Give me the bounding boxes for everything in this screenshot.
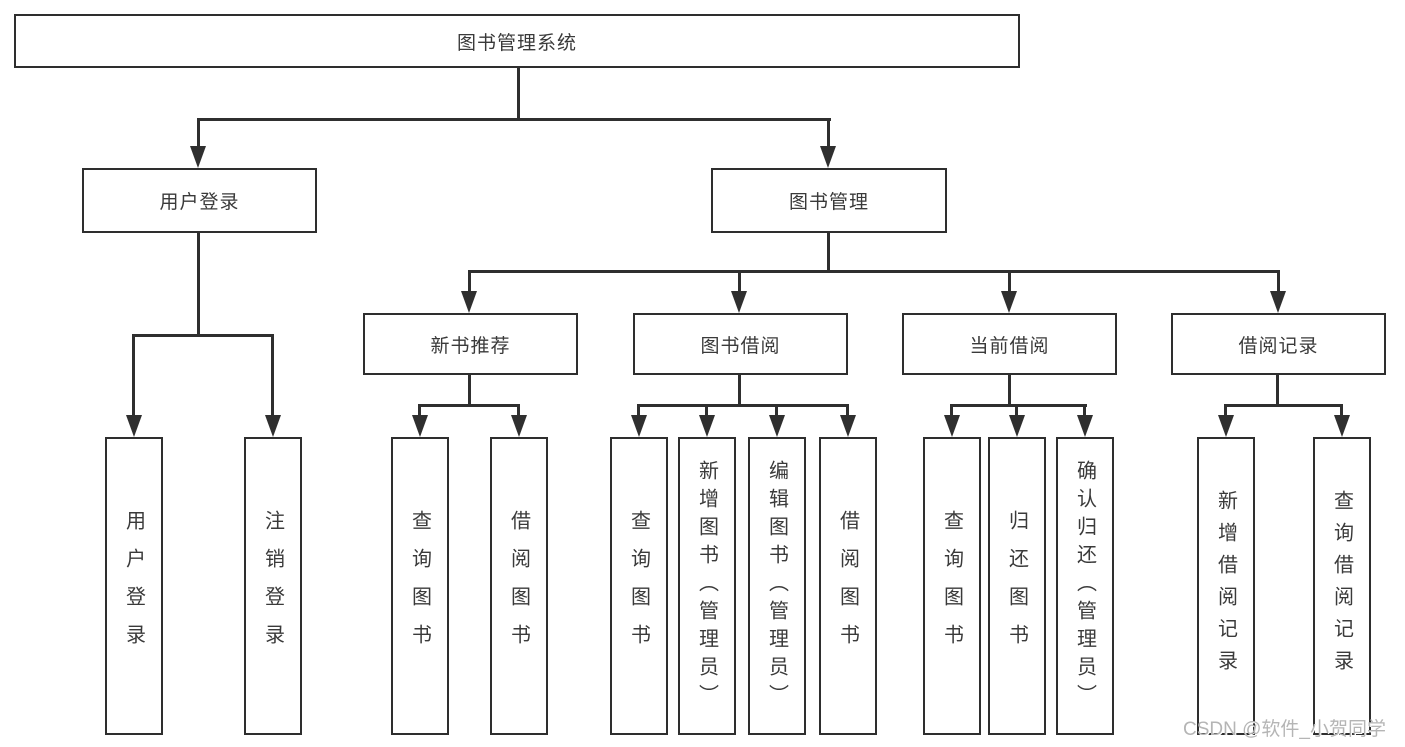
- arrowhead-book-borrow: [731, 291, 747, 313]
- node-user-login: 用户登录: [82, 168, 317, 233]
- connector-user-login-stem: [197, 233, 200, 337]
- arrowhead-b2: [511, 415, 527, 437]
- connector-borrow-records-rail: [1224, 404, 1343, 407]
- node-book-management-system: 图书管理系统: [14, 14, 1020, 68]
- connector-drop-e2: [1340, 404, 1343, 418]
- arrowhead-borrow-records: [1270, 291, 1286, 313]
- node-book-management: 图书管理: [711, 168, 947, 233]
- connector-root-stem: [517, 68, 520, 121]
- node-leaf-query-books-1: 查询图书: [391, 437, 449, 735]
- connector-book-borrow-rail: [637, 404, 849, 407]
- arrowhead-e1: [1218, 415, 1234, 437]
- connector-drop-c4: [846, 404, 849, 418]
- connector-borrow-records-stem: [1276, 375, 1279, 407]
- node-leaf-query-borrow-record: 查询借阅记录: [1313, 437, 1371, 735]
- connector-drop-d3: [1083, 404, 1086, 418]
- connector-drop-new-book: [468, 270, 471, 293]
- node-leaf-edit-books-admin: 编辑图书（管理员）: [748, 437, 806, 735]
- connector-level2-rail: [197, 118, 831, 121]
- node-leaf-borrow-books-1: 借阅图书: [490, 437, 548, 735]
- connector-drop-c2: [705, 404, 708, 418]
- connector-book-borrow-stem: [738, 375, 741, 407]
- connector-drop-logout-leaf: [271, 334, 274, 417]
- node-leaf-add-borrow-record: 新增借阅记录: [1197, 437, 1255, 735]
- arrowhead-d2: [1009, 415, 1025, 437]
- connector-drop-d1: [950, 404, 953, 418]
- node-leaf-return-books: 归还图书: [988, 437, 1046, 735]
- connector-drop-e1: [1224, 404, 1227, 418]
- arrowhead-new-book: [461, 291, 477, 313]
- arrowhead-book-management: [820, 146, 836, 168]
- connector-drop-d2: [1015, 404, 1018, 418]
- connector-drop-book-management: [827, 118, 830, 148]
- connector-book-management-stem: [827, 233, 830, 273]
- node-leaf-borrow-books-2: 借阅图书: [819, 437, 877, 735]
- arrowhead-d1: [944, 415, 960, 437]
- connector-current-borrow-stem: [1008, 375, 1011, 407]
- node-leaf-add-books-admin: 新增图书（管理员）: [678, 437, 736, 735]
- arrowhead-logout-leaf: [265, 415, 281, 437]
- connector-drop-current-borrow: [1008, 270, 1011, 293]
- connector-drop-c3: [775, 404, 778, 418]
- arrowhead-login-leaf: [126, 415, 142, 437]
- watermark: CSDN @软件_小贺同学: [1183, 719, 1386, 740]
- node-new-book-recommend: 新书推荐: [363, 313, 578, 375]
- connector-drop-book-borrow: [738, 270, 741, 293]
- connector-drop-c1: [637, 404, 640, 418]
- connector-new-book-stem: [468, 375, 471, 407]
- arrowhead-c4: [840, 415, 856, 437]
- connector-user-login-rail: [132, 334, 274, 337]
- connector-current-borrow-rail: [950, 404, 1087, 407]
- arrowhead-c1: [631, 415, 647, 437]
- connector-drop-user-login: [197, 118, 200, 148]
- arrowhead-user-login: [190, 146, 206, 168]
- node-leaf-query-books-2: 查询图书: [610, 437, 668, 735]
- arrowhead-c2: [699, 415, 715, 437]
- connector-drop-borrow-records: [1277, 270, 1280, 293]
- node-leaf-query-books-3: 查询图书: [923, 437, 981, 735]
- connector-level3-rail: [468, 270, 1280, 273]
- connector-drop-login-leaf: [132, 334, 135, 417]
- node-leaf-confirm-return-admin: 确认归还（管理员）: [1056, 437, 1114, 735]
- node-leaf-user-login: 用户登录: [105, 437, 163, 735]
- node-borrow-records: 借阅记录: [1171, 313, 1386, 375]
- node-current-borrow: 当前借阅: [902, 313, 1117, 375]
- connector-drop-b2: [517, 404, 520, 418]
- arrowhead-current-borrow: [1001, 291, 1017, 313]
- arrowhead-d3: [1077, 415, 1093, 437]
- arrowhead-c3: [769, 415, 785, 437]
- node-leaf-logout-login: 注销登录: [244, 437, 302, 735]
- connector-drop-b1: [418, 404, 421, 418]
- arrowhead-e2: [1334, 415, 1350, 437]
- connector-new-book-rail: [418, 404, 520, 407]
- arrowhead-b1: [412, 415, 428, 437]
- node-book-borrow: 图书借阅: [633, 313, 848, 375]
